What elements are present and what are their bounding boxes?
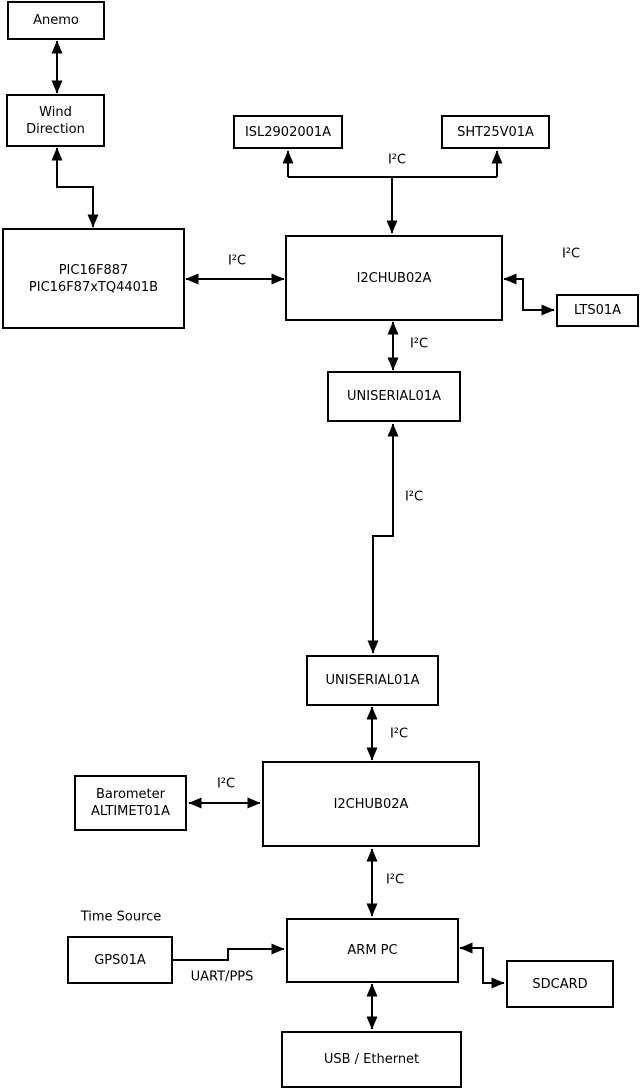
edge-wind-pic (51, 147, 99, 228)
node-i2chub02a-2: I2CHUB02A (262, 761, 480, 847)
edge-armpc-sdcard (459, 942, 505, 989)
edge-label-i2c-pic-hub1: I²C (227, 253, 247, 269)
edge-hub1-lts (503, 273, 555, 316)
node-lts01a: LTS01A (556, 294, 639, 327)
node-anemo-label: Anemo (33, 13, 79, 28)
node-wind-direction: Wind Direction (6, 94, 105, 147)
node-uniserial01a-2: UNISERIAL01A (306, 655, 439, 706)
node-lts01a-label: LTS01A (573, 303, 622, 318)
node-barometer-label-line2: ALTIMET01A (91, 804, 170, 819)
edge-label-i2c-uniserial2-hub2: I²C (389, 726, 409, 742)
edge-label-i2c-sensor-bus: I²C (387, 152, 407, 168)
node-uniserial01a-1: UNISERIAL01A (327, 371, 461, 422)
edge-label-i2c-hub2-armpc: I²C (385, 872, 405, 888)
node-pic16f887: PIC16F887 PIC16F87xTQ4401B (2, 228, 185, 329)
node-barometer: Barometer ALTIMET01A (74, 775, 187, 831)
node-isl2902001a: ISL2902001A (233, 115, 343, 149)
node-uniserial01a-1-label: UNISERIAL01A (347, 389, 441, 404)
edge-uniserial1-uniserial2 (367, 423, 399, 654)
node-anemo: Anemo (7, 1, 105, 40)
node-arm-pc: ARM PC (286, 918, 459, 983)
node-wind-direction-label-line2: Direction (26, 121, 85, 137)
node-sht25v01a: SHT25V01A (441, 115, 550, 149)
edge-label-uart-pps: UART/PPS (190, 969, 254, 985)
node-sdcard: SDCARD (506, 960, 614, 1008)
node-i2chub02a-1: I2CHUB02A (285, 235, 503, 321)
node-wind-direction-label-line1: Wind (39, 104, 72, 120)
node-i2chub02a-1-label: I2CHUB02A (356, 270, 432, 286)
edge-label-i2c-hub1-uniserial1: I²C (409, 336, 429, 352)
node-usb-ethernet: USB / Ethernet (281, 1031, 462, 1088)
node-pic16f887-label-line1: PIC16F887 (58, 262, 129, 278)
edge-label-i2c-uniserial-link: I²C (404, 489, 424, 505)
node-arm-pc-label: ARM PC (347, 943, 398, 958)
node-sht25v01a-label: SHT25V01A (457, 124, 534, 140)
node-i2chub02a-2-label: I2CHUB02A (333, 796, 409, 812)
node-isl2902001a-label: ISL2902001A (244, 124, 332, 140)
node-uniserial01a-2-label: UNISERIAL01A (325, 673, 420, 688)
node-barometer-label-line1: Barometer (96, 787, 165, 802)
node-usb-ethernet-label: USB / Ethernet (323, 1052, 420, 1067)
edge-label-i2c-barometer-hub2: I²C (216, 776, 236, 792)
node-gps01a-label: GPS01A (94, 952, 146, 968)
edge-gps-armpc (173, 943, 285, 961)
edge-label-i2c-hub1-lts: I²C (561, 246, 581, 262)
node-gps01a: GPS01A (67, 936, 173, 984)
node-sdcard-label: SDCARD (532, 976, 588, 992)
node-pic16f887-label-line2: PIC16F87xTQ4401B (28, 279, 159, 295)
annotation-time-source: Time Source (80, 909, 162, 925)
